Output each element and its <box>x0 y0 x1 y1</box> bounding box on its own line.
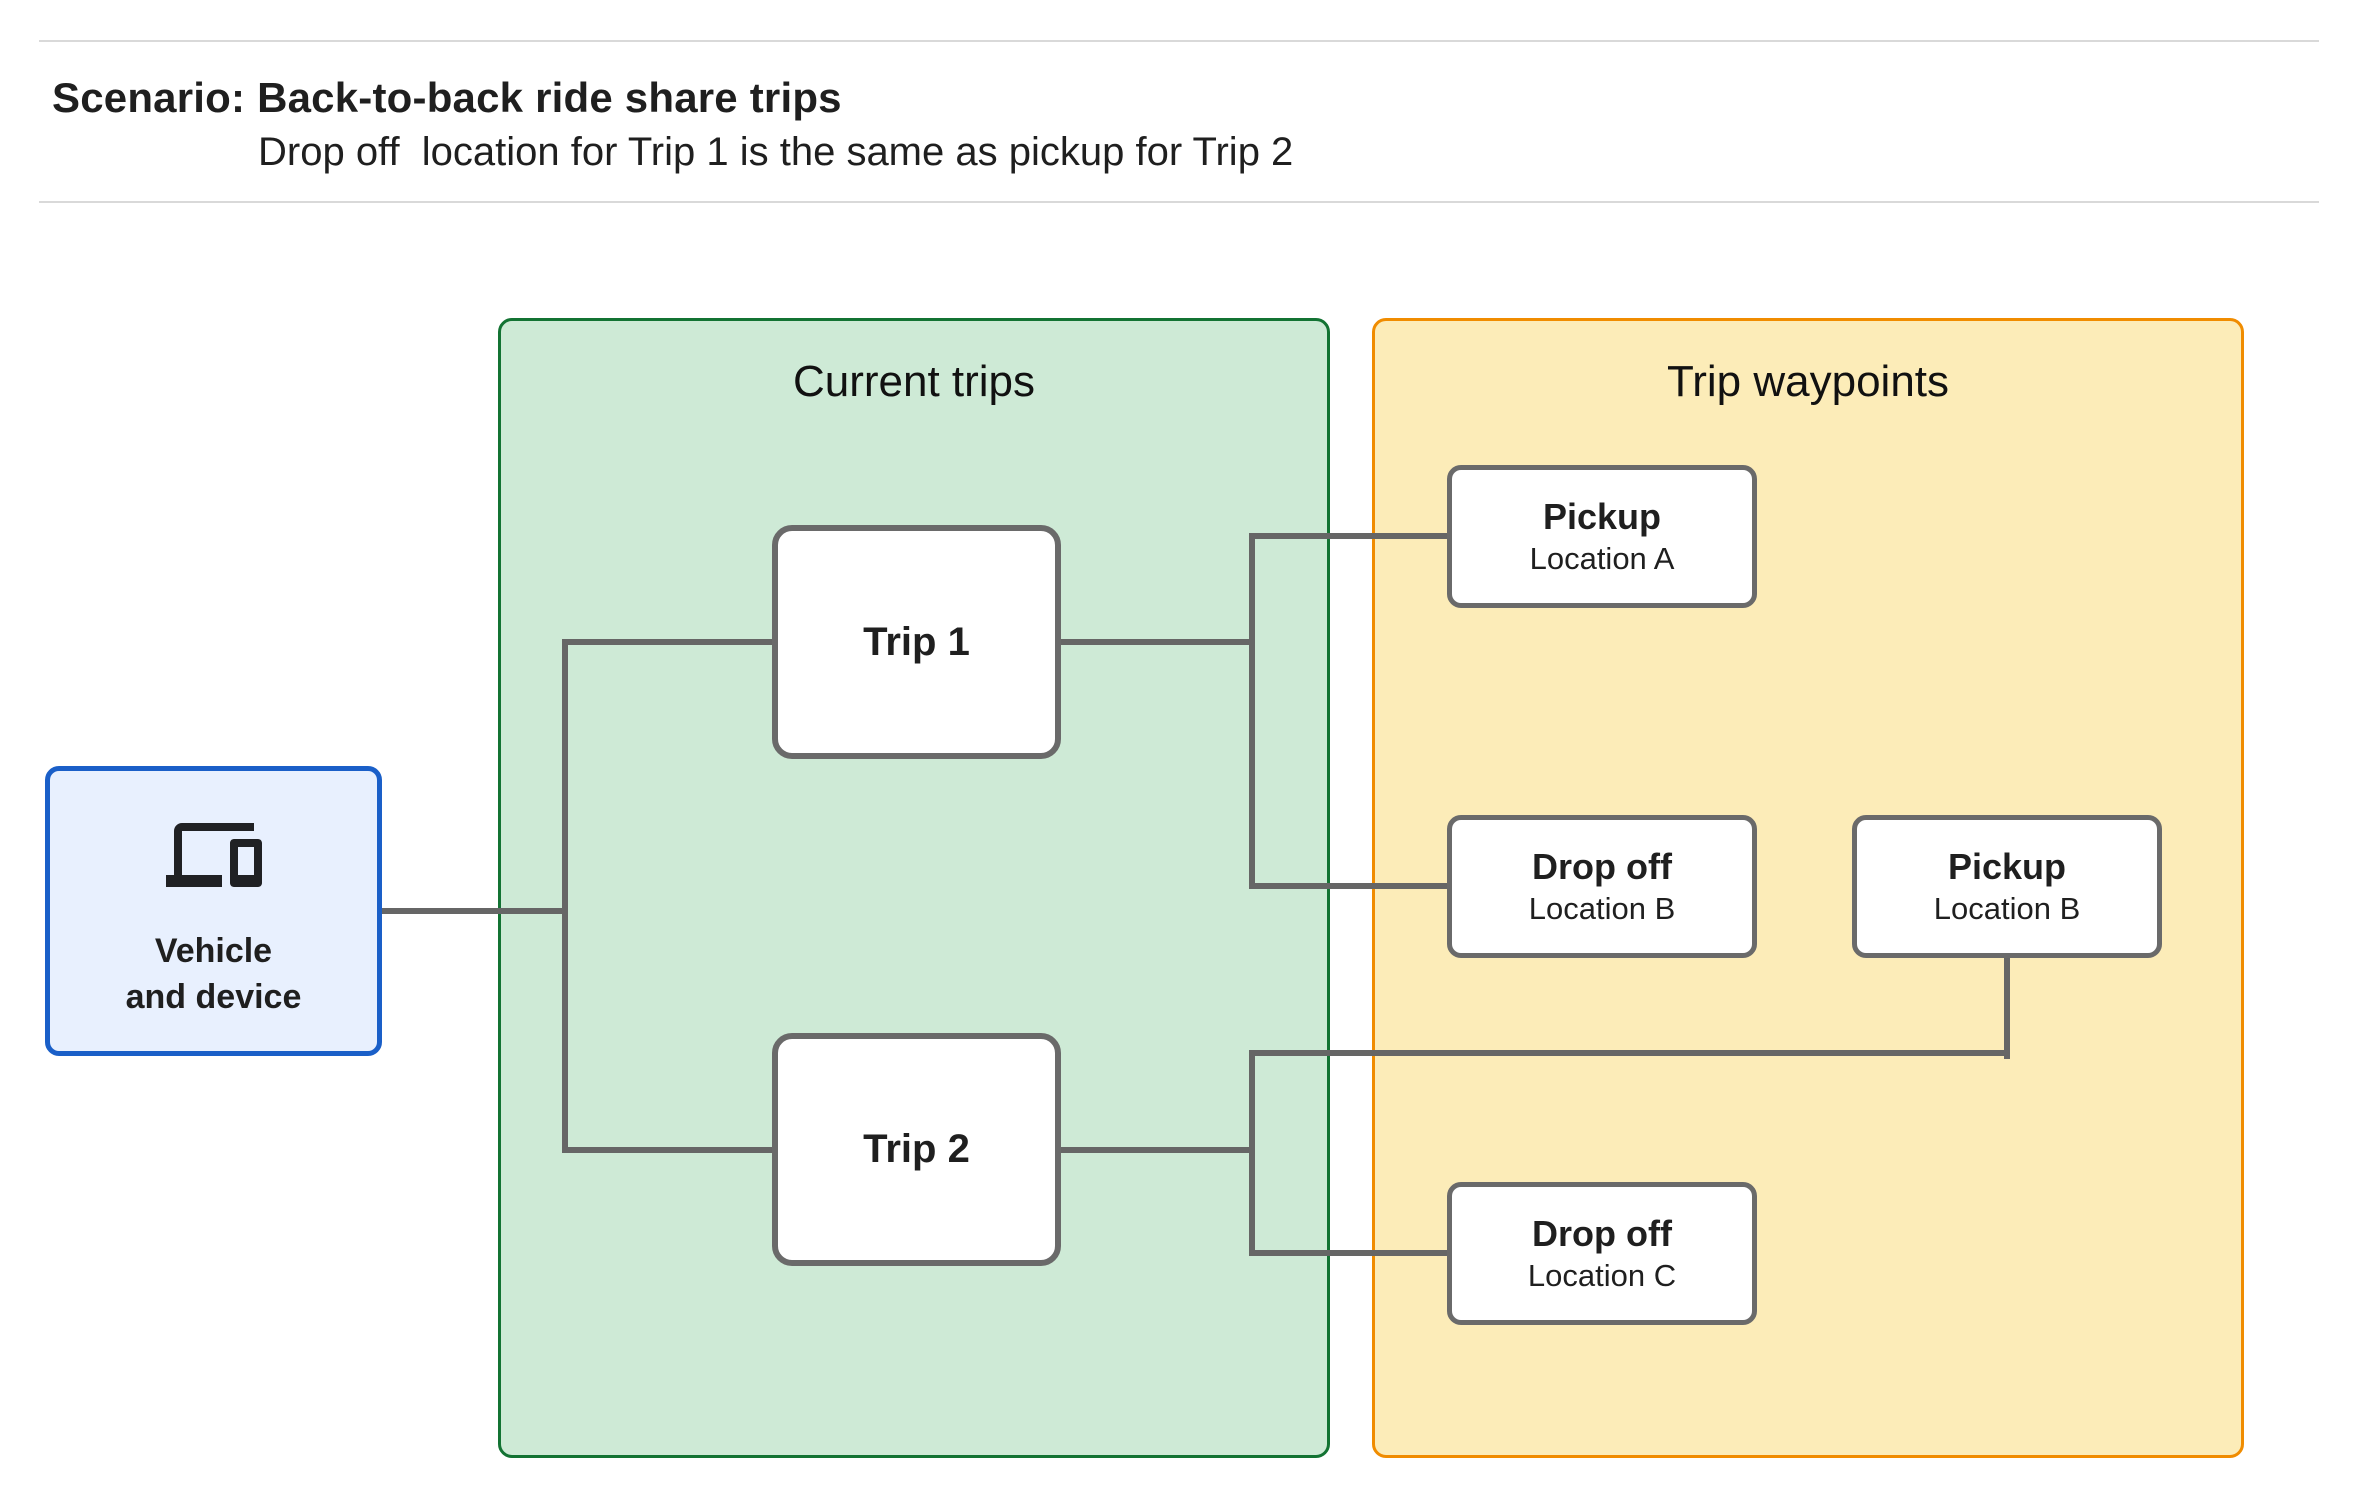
vehicle-label-line1: Vehicle <box>154 932 273 971</box>
waypoint-type: Drop off <box>1532 845 1672 887</box>
edge-pickup-b-down <box>2004 955 2010 1059</box>
edge-left-junction-vertical <box>562 639 568 1153</box>
waypoint-pickup-a: Pickup Location A <box>1447 465 1757 608</box>
waypoint-dropoff-c: Drop off Location C <box>1447 1182 1757 1325</box>
trip2-label: Trip 2 <box>863 1127 970 1171</box>
edge-to-dropoff-c <box>1252 1250 1450 1256</box>
vehicle-node: Vehicle and device <box>45 766 382 1056</box>
waypoint-location: Location A <box>1529 540 1675 576</box>
edge-junction-to-trip2 <box>563 1147 775 1153</box>
edge-vehicle-to-junction <box>380 908 568 914</box>
trip1-label: Trip 1 <box>863 619 970 664</box>
trip1-node: Trip 1 <box>772 525 1061 759</box>
devices-icon <box>50 815 377 899</box>
waypoint-pickup-b: Pickup Location B <box>1852 815 2162 958</box>
vehicle-label: Vehicle and device <box>50 929 377 1021</box>
edge-junction-to-trip1 <box>563 639 775 645</box>
waypoint-type: Drop off <box>1532 1212 1672 1254</box>
waypoint-location: Location C <box>1527 1257 1677 1293</box>
waypoint-location: Location B <box>1528 890 1676 926</box>
page-subtitle: Drop off location for Trip 1 is the same… <box>258 130 1294 174</box>
edge-to-dropoff-b <box>1252 883 1450 889</box>
waypoint-location: Location B <box>1933 890 2081 926</box>
vehicle-label-line2: and device <box>125 978 302 1017</box>
edge-trip2-out <box>1058 1147 1255 1153</box>
edge-trip1-junction-vertical <box>1249 533 1255 889</box>
top-divider <box>39 40 2319 42</box>
current-trips-panel: Current trips <box>498 318 1330 1458</box>
waypoint-type: Pickup <box>1542 495 1662 537</box>
page-title: Scenario: Back-to-back ride share trips <box>52 74 842 121</box>
edge-pickup-b-to-junction <box>1252 1050 2010 1056</box>
trip2-node: Trip 2 <box>772 1033 1061 1266</box>
current-trips-title: Current trips <box>792 357 1036 406</box>
trip-waypoints-title: Trip waypoints <box>1666 357 1950 406</box>
edge-trip1-out <box>1058 639 1255 645</box>
waypoint-type: Pickup <box>1947 845 2067 887</box>
header-divider <box>39 201 2319 203</box>
waypoint-dropoff-b: Drop off Location B <box>1447 815 1757 958</box>
edge-to-pickup-a <box>1252 533 1450 539</box>
edge-trip2-junction-vertical <box>1249 1050 1255 1256</box>
